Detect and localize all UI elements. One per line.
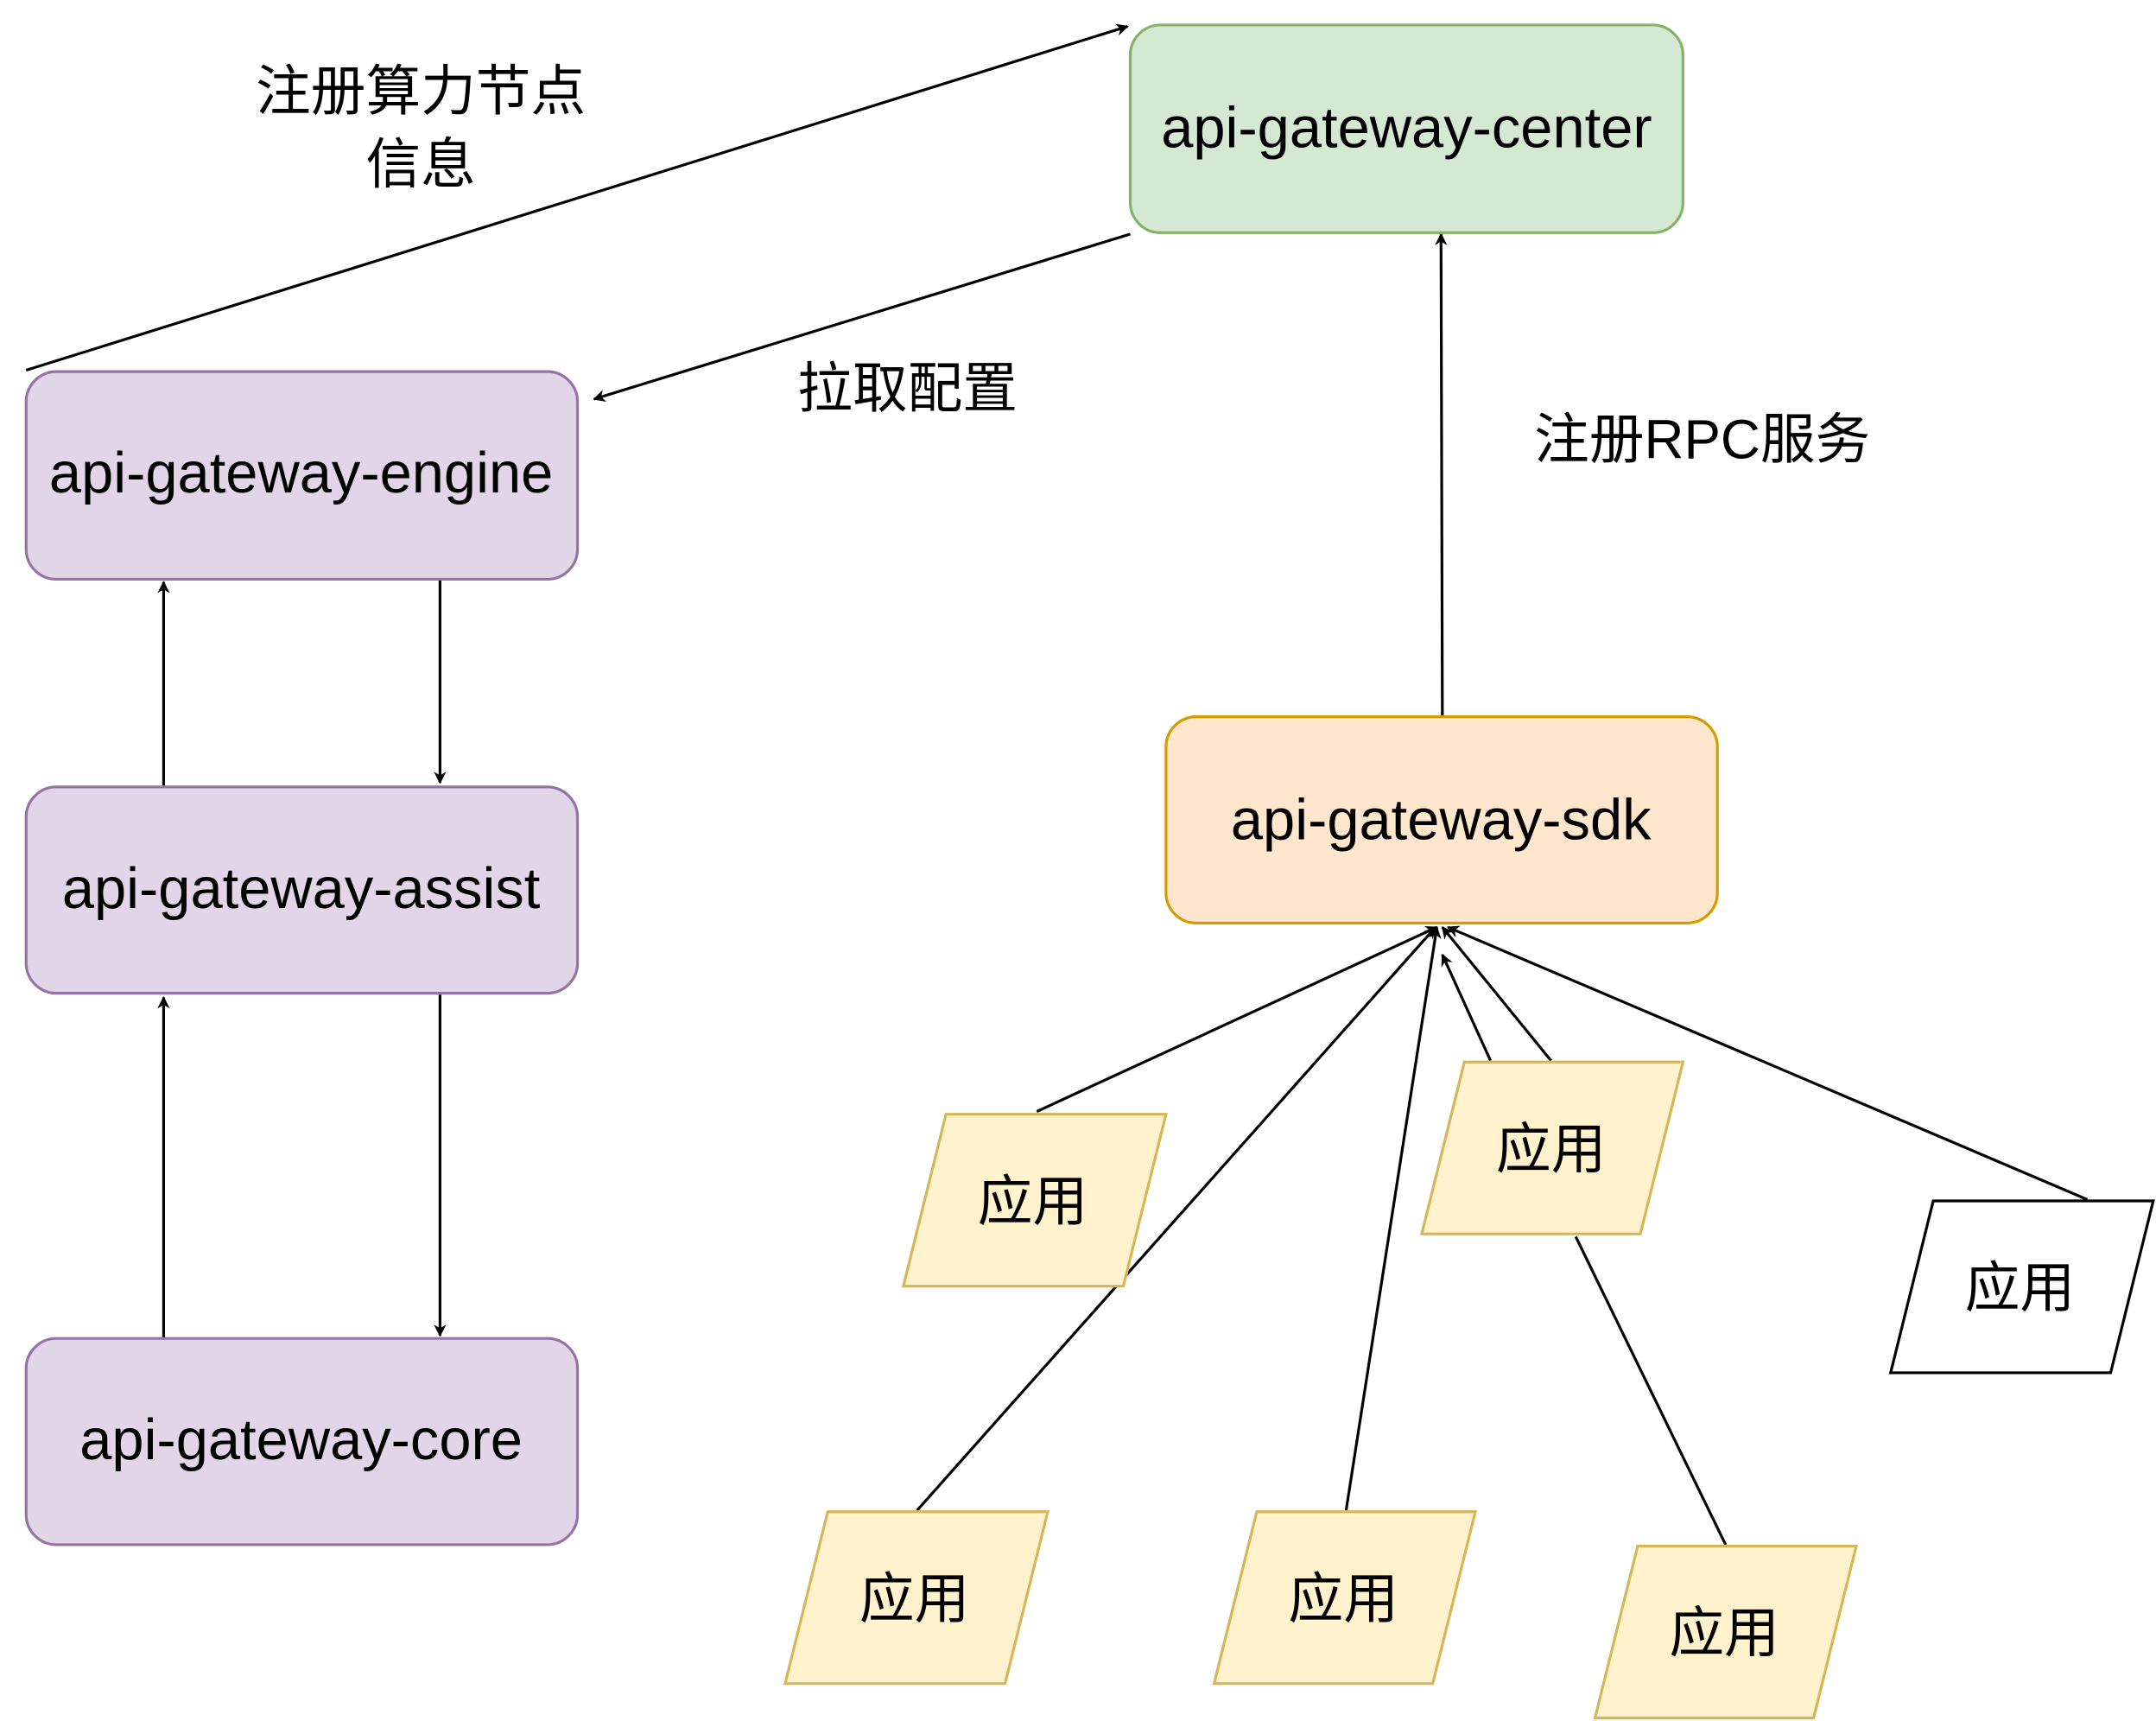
node-sdk[interactable]: api-gateway-sdk: [1164, 715, 1719, 925]
app-5-shape[interactable]: [1212, 1510, 1478, 1686]
app-4-label: 应用: [859, 1568, 969, 1629]
sdk-box[interactable]: [1164, 715, 1719, 925]
app-5[interactable]: 应用: [1212, 1510, 1478, 1686]
app-4-shape[interactable]: [783, 1510, 1050, 1686]
engine-label: api-gateway-engine: [49, 441, 553, 505]
edge-app6-to-app2: [1574, 1235, 1728, 1546]
app-5-label: 应用: [1289, 1568, 1398, 1629]
sdk-label: api-gateway-sdk: [1231, 787, 1652, 852]
assist-box[interactable]: [24, 785, 580, 995]
node-core[interactable]: api-gateway-core: [24, 1337, 580, 1546]
edge-label-pull-config: 拉取配置: [797, 358, 1018, 419]
app-2[interactable]: 应用: [1419, 1060, 1685, 1235]
edge-app3-to-sdk: [1446, 925, 2089, 1201]
app-4[interactable]: 应用: [783, 1510, 1050, 1686]
app-3[interactable]: 应用: [1888, 1199, 2155, 1375]
edges: [25, 23, 2089, 1546]
core-box[interactable]: [24, 1337, 580, 1546]
edge-app2-to-sdk: [1441, 926, 1552, 1062]
app-1-shape[interactable]: [901, 1113, 1168, 1288]
edge-engine-to-center: [25, 23, 1129, 372]
center-box[interactable]: [1128, 23, 1684, 234]
assist-label: api-gateway-assist: [62, 856, 541, 921]
app-3-shape[interactable]: [1888, 1199, 2155, 1375]
edge-app4-to-sdk: [916, 926, 1437, 1512]
app-6-shape[interactable]: [1593, 1544, 1859, 1720]
center-label: api-gateway-center: [1161, 96, 1652, 161]
app-6[interactable]: 应用: [1593, 1544, 1859, 1720]
edge-app5-to-sdk: [1344, 925, 1442, 1511]
app-1-label: 应用: [978, 1171, 1088, 1232]
engine-box[interactable]: [24, 370, 580, 581]
node-assist[interactable]: api-gateway-assist: [24, 785, 580, 995]
app-2-label: 应用: [1496, 1119, 1606, 1180]
edge-label-register-node-line1: 注册算力节点: [256, 61, 586, 123]
edge-app2b-to-sdk: [1441, 953, 1493, 1062]
app-3-label: 应用: [1965, 1258, 2075, 1319]
node-engine[interactable]: api-gateway-engine: [24, 370, 580, 581]
core-label: api-gateway-core: [79, 1407, 523, 1472]
app-6-label: 应用: [1669, 1603, 1779, 1664]
edge-label-register-rpc: 注册RPC服务: [1534, 409, 1870, 470]
app-2-shape[interactable]: [1419, 1060, 1685, 1235]
node-center[interactable]: api-gateway-center: [1128, 23, 1684, 234]
edge-center-to-engine: [593, 232, 1131, 402]
edge-label-register-node-line2: 信息: [365, 134, 475, 195]
app-1[interactable]: 应用: [901, 1113, 1168, 1288]
edge-app1-to-sdk: [1036, 925, 1438, 1113]
edge-sdk-to-center: [1435, 232, 1448, 717]
